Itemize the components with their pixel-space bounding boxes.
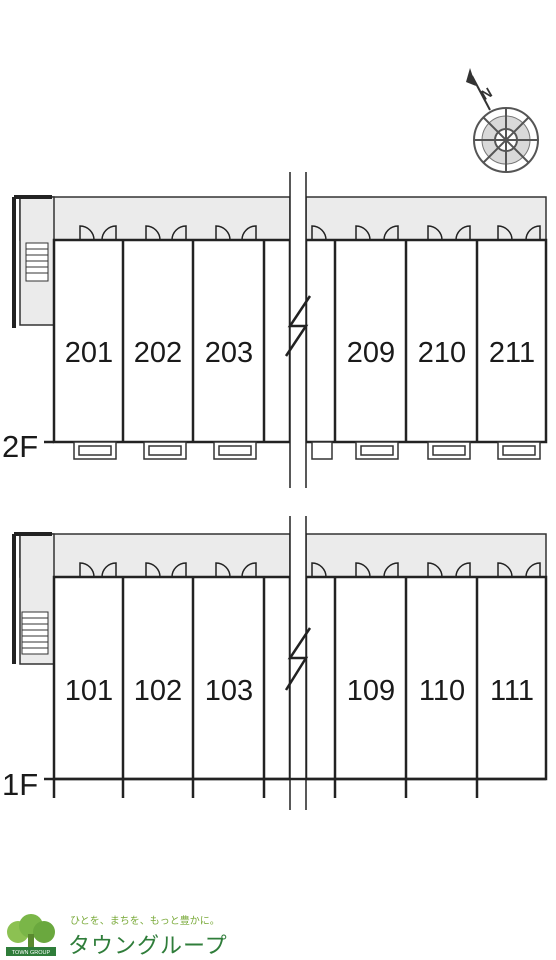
unit-label: 102 (134, 675, 182, 707)
unit-label: 103 (205, 675, 253, 707)
unit-label: 201 (65, 337, 113, 369)
unit-label: 202 (134, 337, 182, 369)
door-icons (79, 562, 541, 578)
logo-caption: TOWN GROUP (12, 950, 51, 956)
unit-label: 211 (489, 337, 535, 369)
floor-plan: N (2, 68, 548, 810)
unit-label: 101 (65, 675, 113, 707)
unit-label: 210 (418, 337, 466, 369)
floor-label-2f: 2F (2, 429, 38, 464)
stairs-icon (25, 242, 49, 282)
stairs-icon (21, 611, 49, 655)
logo-slogan: ひとを、まちを、もっと豊かに。 (70, 916, 220, 927)
floor-label-1f: 1F (2, 767, 38, 802)
unit-label: 110 (419, 675, 465, 707)
door-icons (79, 225, 541, 241)
compass-rose-icon (466, 68, 539, 173)
unit-label: 109 (347, 675, 395, 707)
logo-brand: タウングループ (68, 934, 228, 959)
balconies (73, 441, 541, 460)
north-label: N (478, 84, 495, 103)
floor-2f: 201 202 203 209 210 211 2F (2, 172, 548, 488)
unit-label: 203 (205, 337, 253, 369)
floor-1f: 101 102 103 109 110 111 1F (2, 516, 548, 810)
company-logo: TOWN GROUP ひとを、まちを、もっと豊かに。 タウングループ (4, 906, 234, 960)
tree-logo-icon: TOWN GROUP (6, 914, 56, 956)
unit-label: 209 (347, 337, 395, 369)
unit-label: 111 (490, 675, 534, 707)
